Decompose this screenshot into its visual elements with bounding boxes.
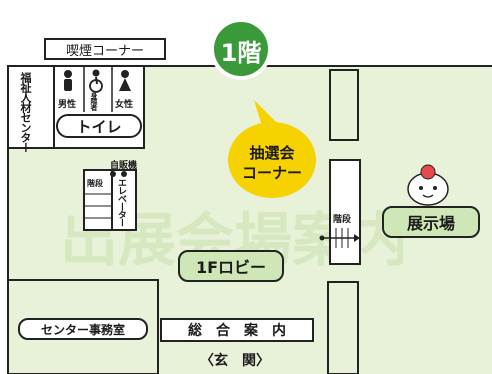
vending-label: 自販機 — [110, 161, 138, 171]
pillar-lower — [327, 281, 359, 374]
toilet-accessible-label: 身障者 — [90, 92, 98, 110]
mascot-mouth — [422, 194, 434, 198]
mascot-eye — [419, 186, 423, 190]
entrance-label: 〈玄 関〉 — [200, 353, 270, 369]
accessible-toilet-icon — [89, 69, 103, 93]
toilet-male-label: 男性 — [58, 100, 77, 110]
welfare-room — [7, 65, 55, 149]
floor-label: 1階 — [220, 39, 262, 67]
mascot-eye — [433, 186, 437, 190]
stairs-right-label: 階段 — [333, 215, 352, 225]
stair-arrow-head — [354, 234, 360, 242]
female-toilet-icon — [119, 70, 131, 91]
elevator-room — [111, 169, 137, 231]
toilet-label: トイレ — [56, 114, 142, 138]
vending-machine-dot — [110, 171, 116, 177]
lottery-corner-line1: 抽選会 — [249, 144, 295, 162]
smoking-corner: 喫煙コーナー — [44, 38, 166, 60]
welfare-center-label: 福祉人材センター — [19, 72, 32, 152]
vending-machine-dot — [121, 171, 127, 177]
stairs-left-room — [83, 169, 113, 231]
stair-arrow-dot — [319, 235, 325, 241]
office-label: センター事務室 — [18, 318, 148, 340]
floor-badge — [214, 22, 268, 76]
lottery-bubble-tail — [254, 100, 276, 126]
male-toilet-icon — [64, 70, 72, 91]
exhibition-label: 展示場 — [382, 206, 480, 238]
mascot-hat-icon — [420, 164, 436, 180]
pillar-upper — [329, 69, 359, 141]
elevator-label: エレベーター — [116, 178, 126, 226]
info-desk-label: 総 合 案 内 — [160, 318, 314, 342]
stairs-right-room — [329, 159, 361, 265]
stairs-left-label: 階段 — [87, 179, 103, 188]
lottery-corner-line2: コーナー — [241, 164, 302, 182]
lobby-label: 1Fロビー — [178, 250, 284, 282]
toilet-female-label: 女性 — [115, 100, 134, 110]
lottery-bubble — [228, 122, 316, 198]
